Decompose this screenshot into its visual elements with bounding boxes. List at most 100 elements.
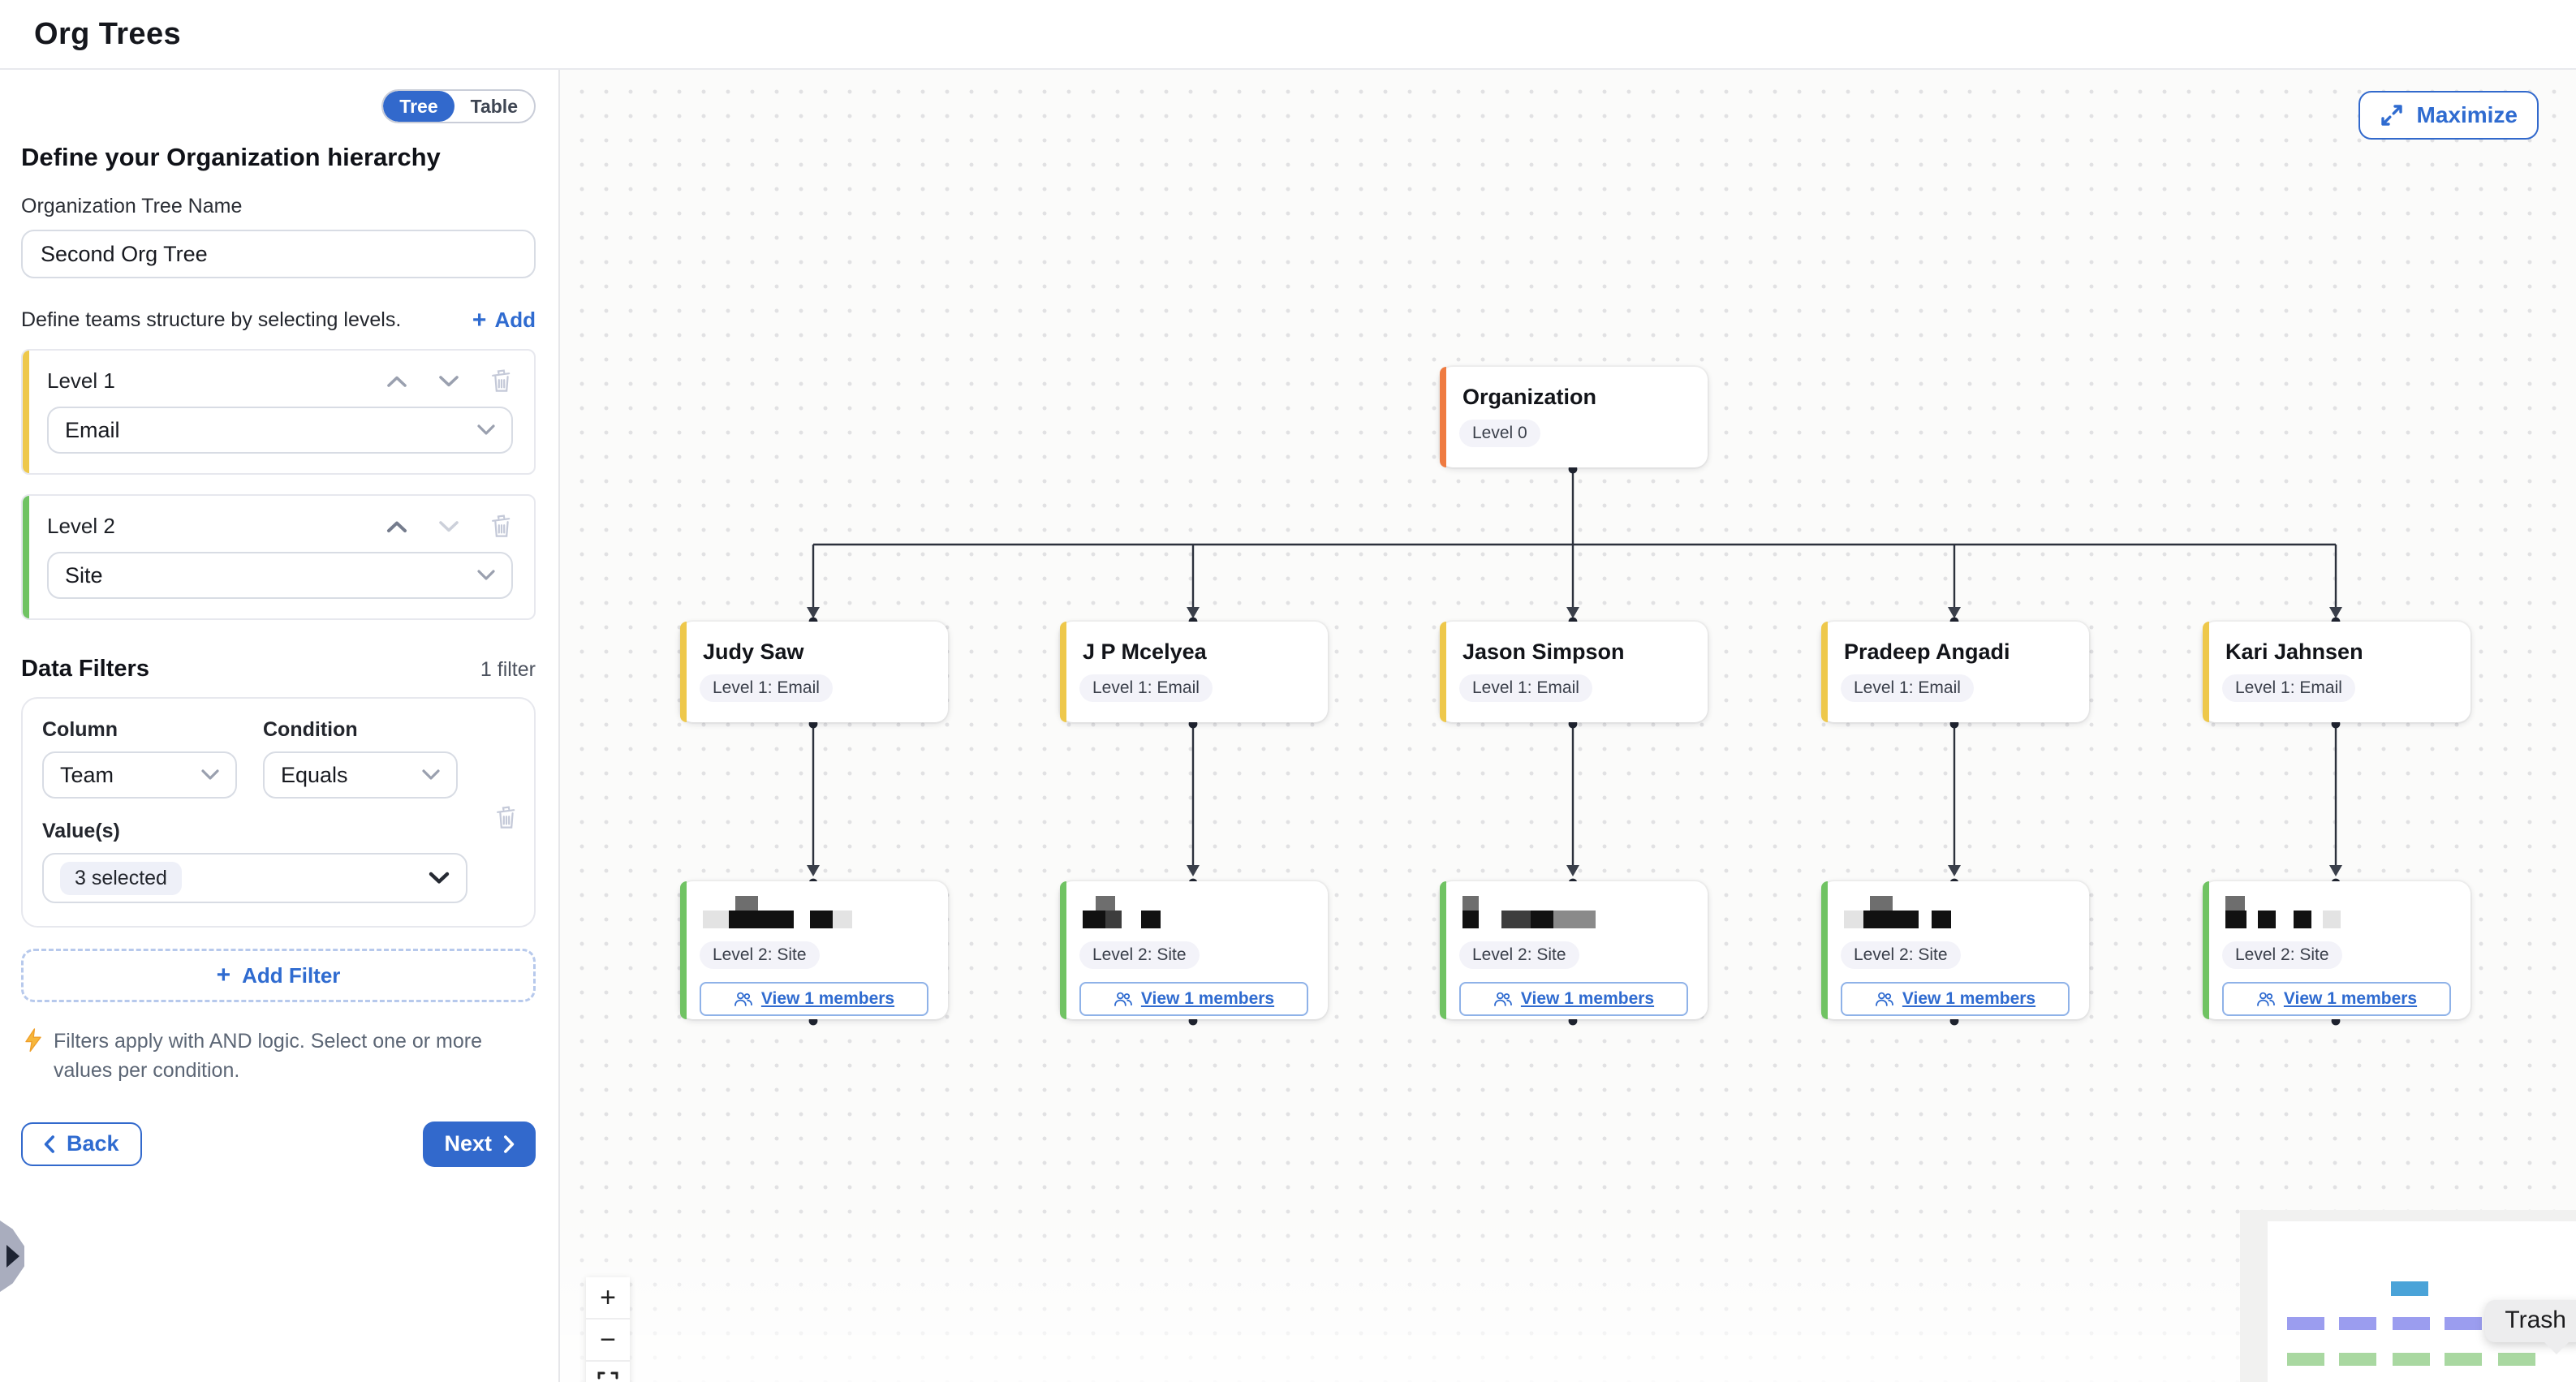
sidebar-collapse-handle[interactable] — [0, 1221, 24, 1292]
view-members-button[interactable]: View 1 members — [1459, 982, 1688, 1016]
redacted-name — [1440, 881, 1708, 932]
fit-view-button[interactable] — [586, 1362, 630, 1382]
plus-icon: + — [472, 306, 487, 334]
move-up-button[interactable] — [386, 520, 407, 533]
delete-filter-button[interactable] — [495, 806, 518, 830]
move-down-button[interactable] — [438, 375, 459, 388]
org-node-level2[interactable]: Level 2: Site View 1 members — [680, 881, 948, 1019]
view-members-button[interactable]: View 1 members — [1841, 982, 2070, 1016]
move-down-button[interactable] — [438, 520, 459, 533]
members-icon — [1493, 992, 1512, 1006]
minimap-root-node — [2391, 1281, 2428, 1296]
org-tree-canvas[interactable]: Maximize — [558, 70, 2576, 1382]
org-node-level1[interactable]: Kari Jahnsen Level 1: Email — [2203, 622, 2470, 722]
lightning-icon — [25, 1028, 41, 1053]
level-badge: Level 0 — [1459, 420, 1540, 447]
level-2-card: Level 2 Site — [21, 494, 536, 620]
level-badge: Level 1: Email — [1079, 674, 1213, 702]
sidebar-heading: Define your Organization hierarchy — [21, 143, 441, 171]
hierarchy-sidebar: Tree Table Define your Organization hier… — [0, 70, 558, 1382]
redacted-name — [1060, 881, 1328, 932]
add-level-button[interactable]: + Add — [472, 306, 536, 334]
level-1-label: Level 1 — [47, 368, 115, 393]
page-title: Org Trees — [34, 16, 182, 51]
redacted-name — [1821, 881, 2089, 932]
org-node-level2[interactable]: Level 2: Site View 1 members — [1060, 881, 1328, 1019]
values-select[interactable]: 3 selected — [42, 853, 467, 903]
filters-note: Filters apply with AND logic. Select one… — [21, 1027, 536, 1086]
level-badge: Level 1: Email — [1841, 674, 1974, 702]
toggle-tree[interactable]: Tree — [383, 91, 454, 122]
column-select[interactable]: Team — [42, 751, 237, 799]
level-badge: Level 1: Email — [2222, 674, 2355, 702]
members-icon — [734, 992, 752, 1006]
level-badge: Level 1: Email — [1459, 674, 1592, 702]
node-name: Kari Jahnsen — [2225, 639, 2363, 664]
levels-description: Define teams structure by selecting leve… — [21, 308, 402, 331]
top-header: Org Trees — [0, 0, 2576, 70]
org-node-level2[interactable]: Level 2: Site View 1 members — [1821, 881, 2089, 1019]
tree-name-input[interactable] — [21, 230, 536, 278]
move-up-button[interactable] — [386, 375, 407, 388]
trash-icon — [492, 368, 510, 392]
trash-icon — [497, 806, 515, 829]
org-node-level1[interactable]: Jason Simpson Level 1: Email — [1440, 622, 1708, 722]
view-members-button[interactable]: View 1 members — [1079, 982, 1308, 1016]
chevron-down-icon — [201, 769, 219, 780]
chevron-down-icon — [429, 872, 450, 884]
members-icon — [1875, 992, 1893, 1006]
chevron-down-icon — [477, 424, 495, 435]
chevron-up-icon — [387, 376, 407, 387]
values-label: Value(s) — [42, 820, 120, 842]
redacted-name — [2203, 881, 2470, 932]
delete-level-button[interactable] — [490, 368, 513, 394]
minimap-level2-node — [2445, 1353, 2482, 1366]
redacted-name — [680, 881, 948, 932]
node-name: Judy Saw — [703, 639, 804, 664]
level-1-field-select[interactable]: Email — [47, 407, 513, 454]
trash-tooltip: Trash — [2485, 1300, 2576, 1342]
next-button[interactable]: Next — [423, 1121, 536, 1167]
org-node-level1[interactable]: Judy Saw Level 1: Email — [680, 622, 948, 722]
org-node-root[interactable]: Organization Level 0 — [1440, 367, 1708, 467]
org-node-level2[interactable]: Level 2: Site View 1 members — [1440, 881, 1708, 1019]
filter-count: 1 filter — [480, 658, 536, 681]
minimap-level1-node — [2445, 1317, 2482, 1330]
chevron-down-icon — [439, 520, 459, 532]
toggle-table[interactable]: Table — [454, 91, 534, 122]
zoom-in-button[interactable]: + — [586, 1277, 630, 1320]
zoom-out-button[interactable]: − — [586, 1320, 630, 1362]
delete-level-button[interactable] — [490, 514, 513, 539]
level-badge: Level 2: Site — [2222, 941, 2342, 969]
column-label: Column — [42, 718, 118, 741]
org-node-level1[interactable]: Pradeep Angadi Level 1: Email — [1821, 622, 2089, 722]
view-members-button[interactable]: View 1 members — [700, 982, 928, 1016]
node-name: Organization — [1462, 385, 1597, 409]
minimap-level1-node — [2393, 1317, 2430, 1330]
plus-icon: + — [216, 962, 231, 988]
minimap[interactable] — [2240, 1210, 2576, 1382]
chevron-down-icon — [422, 769, 440, 780]
chevron-right-icon — [504, 1134, 515, 1153]
minimap-level1-node — [2339, 1317, 2376, 1330]
org-node-level2[interactable]: Level 2: Site View 1 members — [2203, 881, 2470, 1019]
condition-label: Condition — [263, 718, 358, 741]
level-badge: Level 1: Email — [700, 674, 833, 702]
maximize-button[interactable]: Maximize — [2358, 91, 2539, 140]
add-filter-button[interactable]: + Add Filter — [21, 949, 536, 1002]
level-badge: Level 2: Site — [700, 941, 820, 969]
node-name: J P Mcelyea — [1083, 639, 1207, 664]
view-members-button[interactable]: View 1 members — [2222, 982, 2451, 1016]
condition-select[interactable]: Equals — [263, 751, 458, 799]
level-2-field-select[interactable]: Site — [47, 552, 513, 599]
chevron-left-icon — [44, 1134, 54, 1153]
level-2-label: Level 2 — [47, 514, 115, 538]
node-name: Jason Simpson — [1462, 639, 1625, 664]
level-badge: Level 2: Site — [1079, 941, 1200, 969]
expand-icon — [2380, 105, 2402, 126]
back-button[interactable]: Back — [21, 1122, 142, 1166]
chevron-up-icon — [387, 521, 407, 532]
org-node-level1[interactable]: J P Mcelyea Level 1: Email — [1060, 622, 1328, 722]
selected-count-chip: 3 selected — [60, 861, 182, 895]
